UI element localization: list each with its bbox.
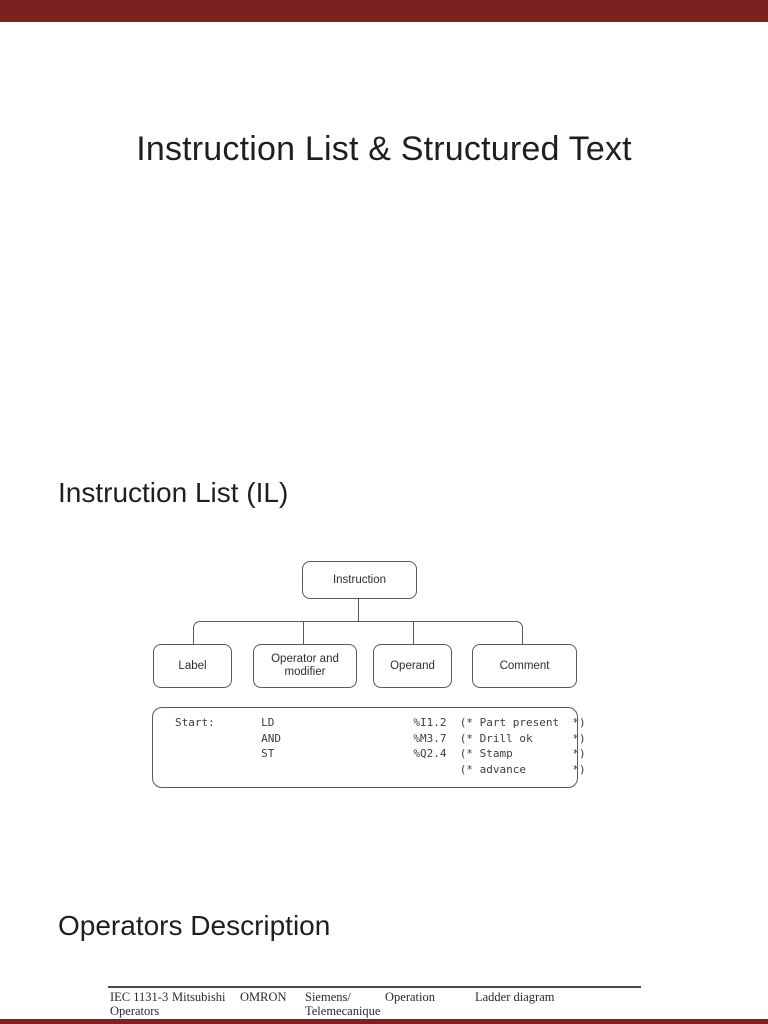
table-col-iec-operators: IEC 1131-3 Operators [110, 990, 169, 1018]
connector-line [193, 621, 523, 645]
connector-line [358, 598, 360, 622]
viewer-top-bar [0, 0, 768, 22]
table-col-siemens-telemecanique: Siemens/ Telemecanique [305, 990, 381, 1018]
table-col-mitsubishi: Mitsubishi [172, 990, 226, 1004]
table-col-ladder-diagram: Ladder diagram [475, 990, 555, 1004]
connector-line [413, 622, 415, 645]
table-col-omron: OMRON [240, 990, 287, 1004]
heading-operators-description: Operators Description [58, 910, 331, 941]
diagram-node-label: Label [153, 644, 232, 688]
heading-instruction-list: Instruction List (IL) [58, 477, 289, 508]
connector-line [303, 622, 305, 645]
diagram-node-operator-modifier: Operator and modifier [253, 644, 357, 688]
viewer-bottom-bar [0, 1019, 768, 1024]
table-col-operation: Operation [385, 990, 435, 1004]
il-code-example-box: Start: LD %I1.2 (* Part present *) AND %… [152, 707, 586, 788]
table-rule-top [108, 986, 641, 988]
diagram-node-instruction: Instruction [302, 561, 417, 599]
slide-title: Instruction List & Structured Text [136, 130, 632, 168]
diagram-node-comment: Comment [472, 644, 577, 688]
il-code-example: Start: LD %I1.2 (* Part present *) AND %… [175, 716, 586, 776]
diagram-node-operand: Operand [373, 644, 452, 688]
